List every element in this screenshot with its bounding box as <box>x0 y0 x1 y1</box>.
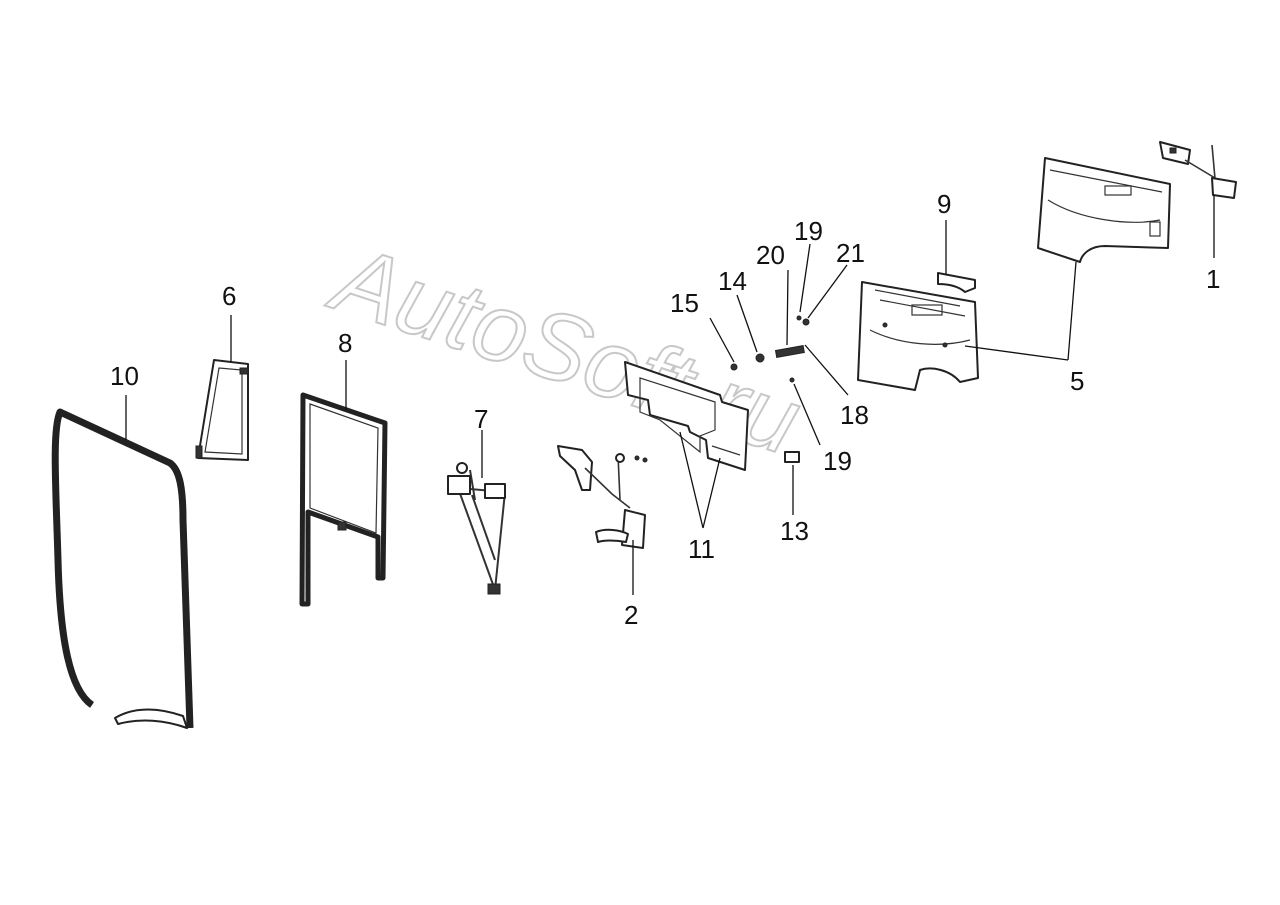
leader-lines <box>125 195 1215 595</box>
part-19-screw-upper <box>796 315 802 321</box>
part-2-door-lock <box>557 445 648 549</box>
callout-10: 10 <box>110 361 139 391</box>
part-20-bracket <box>774 345 805 358</box>
part-9-armrest <box>937 272 976 293</box>
part-6-vent-window <box>195 359 249 461</box>
callout-1: 1 <box>1206 264 1220 294</box>
callout-labels: 10 6 8 7 2 11 13 15 14 20 19 21 18 19 9 … <box>110 189 1220 630</box>
part-8-door-glass <box>299 392 388 607</box>
part-10-door-seal <box>51 408 194 729</box>
part-11-trim-panels <box>624 361 749 471</box>
part-14-washer <box>755 353 765 363</box>
part-5-door-trim-front <box>857 281 979 391</box>
part-1-lock-assembly <box>1159 141 1237 199</box>
part-13-switch <box>784 451 800 463</box>
part-15-plug <box>730 363 738 371</box>
callout-6: 6 <box>222 281 236 311</box>
part-5-door-trim-rear <box>1037 157 1171 263</box>
callout-21: 21 <box>836 238 865 268</box>
callout-5: 5 <box>1070 366 1084 396</box>
callout-8: 8 <box>338 328 352 358</box>
callout-11: 11 <box>688 534 715 564</box>
callout-18: 18 <box>840 400 869 430</box>
fasteners <box>730 315 810 463</box>
part-7-window-regulator <box>447 462 506 595</box>
callout-13: 13 <box>780 516 809 546</box>
callout-14: 14 <box>718 266 747 296</box>
callout-15: 15 <box>670 288 699 318</box>
callout-9: 9 <box>937 189 951 219</box>
part-19-screw-lower <box>789 377 795 383</box>
callout-20: 20 <box>756 240 785 270</box>
callout-2: 2 <box>624 600 638 630</box>
callout-19-upper: 19 <box>794 216 823 246</box>
callout-19-lower: 19 <box>823 446 852 476</box>
callout-7: 7 <box>474 404 488 434</box>
part-21-clip <box>802 318 810 326</box>
